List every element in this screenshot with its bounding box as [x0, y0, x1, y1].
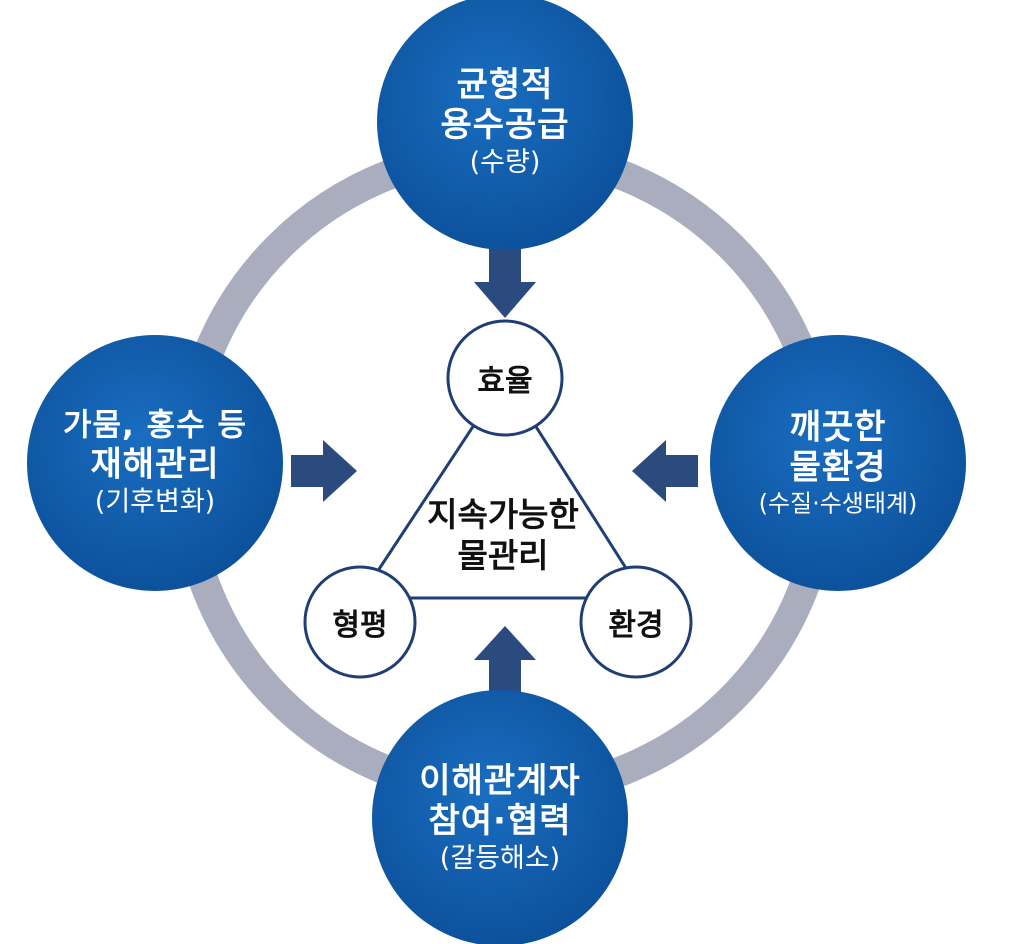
triangle-bottom-right-label: 환경 — [608, 608, 664, 643]
circle-environment — [579, 565, 693, 679]
arrow-up — [474, 626, 536, 694]
node-top-label: 균형적 용수공급 (수량) — [440, 65, 569, 179]
node-left-circle — [27, 335, 283, 591]
node-bottom-line1: 이해관계자 — [419, 760, 581, 801]
node-left-line1: 가뭄, 홍수 등 — [63, 407, 247, 444]
node-bottom-sub: (갈등해소) — [439, 843, 561, 875]
node-left-label: 가뭄, 홍수 등 재해관리 (기후변화) — [63, 408, 247, 519]
inner-triangle — [357, 375, 648, 600]
node-right-line2: 물환경 — [789, 447, 887, 488]
node-top-sub: (수량) — [469, 147, 541, 179]
node-right-sub: (수질·수생태계) — [758, 489, 918, 518]
node-right-circle — [710, 335, 966, 591]
node-left-line2: 재해관리 — [90, 444, 220, 485]
center-line1: 지속가능한 — [427, 494, 579, 534]
arrow-left — [632, 440, 698, 502]
node-bottom-label: 이해관계자 참여·협력 (갈등해소) — [419, 761, 580, 875]
node-bottom-line2: 참여·협력 — [428, 801, 572, 842]
node-top-line2: 용수공급 — [440, 105, 570, 146]
node-right-line1: 깨끗한 — [789, 407, 887, 448]
node-left-sub: (기후변화) — [94, 486, 216, 518]
node-bottom-circle — [372, 690, 628, 944]
node-top-line1: 균형적 — [456, 64, 554, 105]
arrow-down — [474, 248, 536, 318]
triangle-top-label: 효율 — [477, 364, 533, 399]
node-right-label: 깨끗한 물환경 (수질·수생태계) — [759, 408, 918, 519]
triangle-bottom-left-label: 형평 — [332, 608, 388, 643]
node-top-circle — [377, 0, 633, 250]
circle-efficiency — [446, 319, 564, 437]
triangle-center-label: 지속가능한 물관리 — [427, 494, 579, 577]
center-line2: 물관리 — [457, 536, 549, 575]
arrow-right — [291, 440, 357, 502]
circle-equity — [303, 565, 417, 679]
